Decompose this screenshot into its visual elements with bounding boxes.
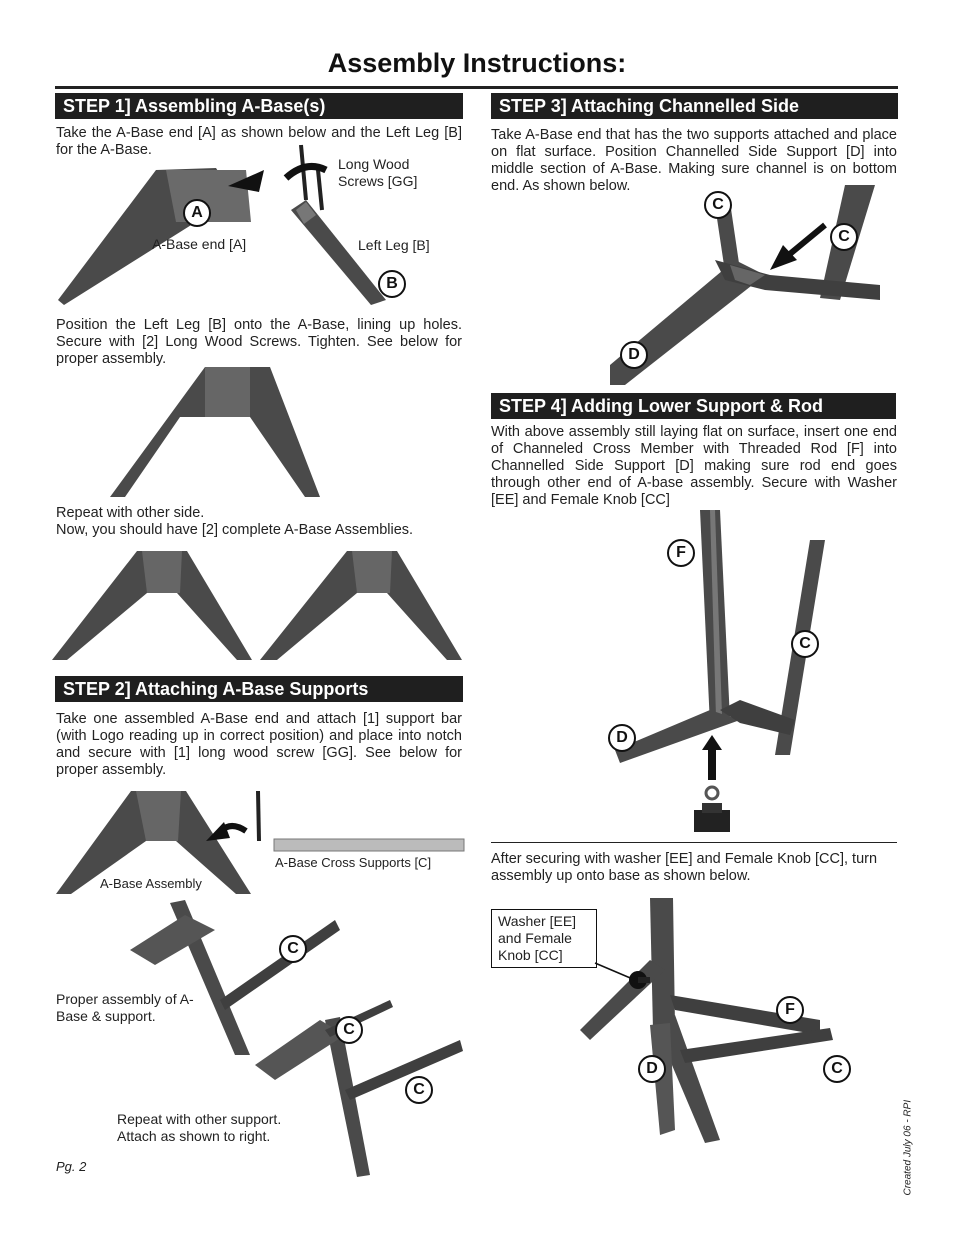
step1-position-text: Position the Left Leg [B] onto the A-Bas…: [56, 317, 462, 367]
callout-d-step4: D: [608, 724, 636, 752]
created-note: Created July 06 - RPI: [902, 1099, 914, 1196]
callout-c-step3-b: C: [830, 223, 858, 251]
step2-parts-figure: [56, 790, 465, 894]
callout-c-final: C: [823, 1055, 851, 1083]
step1-header: STEP 1] Assembling A-Base(s): [55, 93, 463, 119]
washer-knob-label-box: Washer [EE] and Female Knob [CC]: [491, 909, 597, 968]
page-number: Pg. 2: [56, 1159, 87, 1174]
step4-intro: With above assembly still laying flat on…: [491, 424, 897, 508]
callout-f-step4: F: [667, 539, 695, 567]
callout-a: A: [183, 199, 211, 227]
callout-c-step2-c: C: [405, 1076, 433, 1104]
label-left-leg: Left Leg [B]: [358, 237, 430, 253]
callout-b: B: [378, 270, 406, 298]
step2-proper-text: Proper assembly of A-Base & support.: [56, 991, 194, 1024]
label-abase-assembly: A-Base Assembly: [100, 876, 202, 891]
step3-intro: Take A-Base end that has the two support…: [491, 127, 897, 194]
callout-c-step4: C: [791, 630, 819, 658]
step4-header: STEP 4] Adding Lower Support & Rod: [491, 393, 896, 419]
step2-intro: Take one assembled A-Base end and attach…: [56, 711, 462, 778]
step3-header: STEP 3] Attaching Channelled Side: [491, 93, 898, 119]
step1-repeat-line2: Now, you should have [2] complete A-Base…: [56, 522, 414, 538]
label-long-wood-screws: Long Wood Screws [GG]: [338, 156, 418, 189]
step4-figure: [615, 510, 825, 832]
callout-c-step2-b: C: [335, 1016, 363, 1044]
step4-after-text: After securing with washer [EE] and Fema…: [491, 851, 878, 884]
step2-assembly-figure: [130, 900, 463, 1177]
step2-repeat-line1: Repeat with other support.: [117, 1111, 282, 1127]
label-abase-end: A-Base end [A]: [152, 236, 247, 252]
page-title: Assembly Instructions:: [327, 48, 627, 78]
step4-divider: [491, 842, 897, 843]
step2-header: STEP 2] Attaching A-Base Supports: [55, 676, 463, 702]
label-cross-supports: A-Base Cross Supports [C]: [275, 855, 432, 870]
step1-intro: Take the A-Base end [A] as shown below a…: [56, 125, 462, 158]
two-abase-figure: [52, 551, 462, 660]
washer-knob-leader-line: [594, 962, 636, 981]
step1-repeat-line1: Repeat with other side.: [56, 505, 205, 521]
abase-assembled-figure: [110, 367, 320, 497]
callout-f-final: F: [776, 996, 804, 1024]
callout-d-final: D: [638, 1055, 666, 1083]
callout-c-step3-a: C: [704, 191, 732, 219]
title-rule: [55, 86, 898, 89]
step2-repeat-line2: Attach as shown to right.: [117, 1128, 271, 1144]
callout-d-step3: D: [620, 341, 648, 369]
callout-c-step2-a: C: [279, 935, 307, 963]
step4-final-figure: [580, 898, 833, 1143]
